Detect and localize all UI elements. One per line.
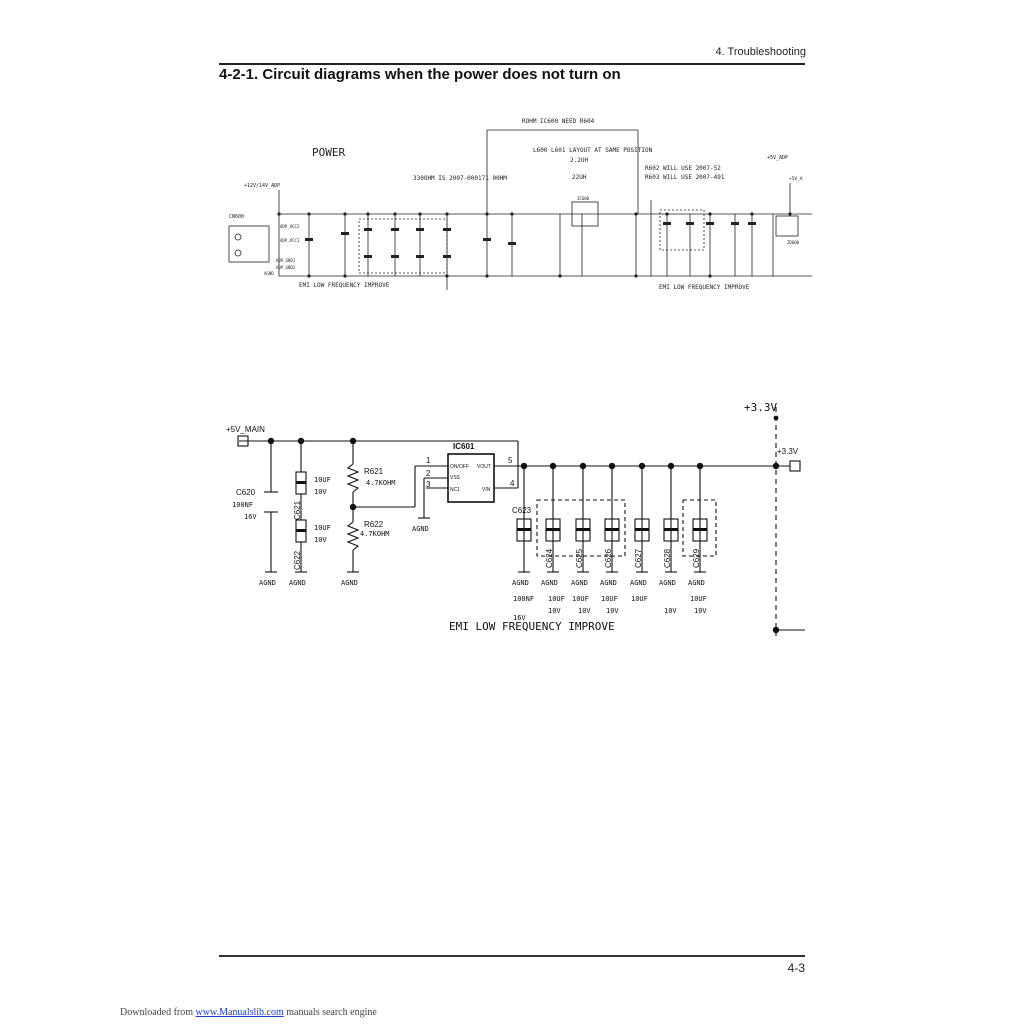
pin-vout: VOUT [477,464,491,470]
gnd-label: AGND [659,579,676,587]
r622-label: R622 [364,520,384,529]
gnd-label: AGND [571,579,588,587]
note-inductor-1: 2.2UH [570,157,588,164]
c622-voltage: 10V [314,536,327,544]
gnd-label: AGND [512,579,529,587]
pin-onoff: ON/OFF [450,464,469,470]
c621-voltage: 10V [314,488,327,496]
cap-label: C628 [663,548,672,568]
cap-label: C625 [575,548,584,568]
cap-value: 10UF [548,595,565,603]
note-inductor-2: 22UH [572,174,587,181]
zd600-label: ZD600 [787,240,800,245]
header-rule [219,63,805,65]
ic601-pin1: 1 [426,456,431,465]
emi-note-right: EMI LOW FREQUENCY IMPROVE [659,284,750,291]
cn600-label: CN600 [229,214,244,220]
cap-label: C626 [604,548,613,568]
gnd-label: AGND [259,579,276,587]
cap-value: 100NF [513,595,534,603]
cap-label: C627 [634,548,643,568]
cap-label: C629 [692,548,701,568]
cap-value: 10UF [631,595,648,603]
ic600-label: IC600 [577,196,590,201]
c621-label: C621 [293,500,302,520]
adp-vcc1-label: ADP_VCC1 [280,238,300,243]
download-suffix: manuals search engine [286,1007,377,1018]
page-number: 4-3 [787,961,805,975]
gnd-label: AGND [630,579,647,587]
note-330ohm: 330OHM IS 2007-000171 00HM [413,175,507,182]
ic601-pin3: 3 [426,480,431,489]
cap-value: 10UF [601,595,618,603]
r621-value: 4.7KOHM [366,479,396,487]
c620-voltage: 16V [244,513,257,521]
page-title: 4-2-1. Circuit diagrams when the power d… [219,66,621,83]
c622-value: 10UF [314,524,331,532]
cap-voltage: 10V [548,607,561,615]
manualslib-link[interactable]: www.Manualslib.com [195,1007,284,1018]
gnd-label: AGND [688,579,705,587]
c620-value: 100NF [232,501,253,509]
adp-vcc2-label: ADP_VCC2 [280,224,300,229]
net-3v3-top: +3.3V [744,401,777,414]
pin-vss: VSS [450,475,461,481]
cap-label: C624 [545,548,554,568]
agnd-label: AGND [264,271,274,276]
ic601-pin2: 2 [426,469,431,478]
c622-label: C622 [293,550,302,570]
cap-voltage: 10V [606,607,619,615]
cap-value: 10UF [690,595,707,603]
net-12v-adp: +12V/14V_ADP [244,183,280,189]
c623-label: C623 [512,506,532,515]
cap-voltage: 10V [694,607,707,615]
ic601-pin4: 4 [510,479,515,488]
cap-voltage: 16V [513,614,526,622]
ic601-pin5: 5 [508,456,513,465]
footer-rule [219,955,805,957]
net-5v-main: +5V_MAIN [226,425,265,434]
gnd-label: AGND [541,579,558,587]
c620-label: C620 [236,488,256,497]
pin-nc1: NC1 [450,487,460,493]
net-3v3: +3.3V [777,447,799,456]
gnd-label: AGND [600,579,617,587]
gnd-label: AGND [341,579,358,587]
gnd-label: AGND [412,525,429,533]
cap-value: 10UF [572,595,589,603]
net-5v-adp: +5V_ADP [767,155,788,161]
adp-gnd1-label: ADP_GND1 [276,258,296,263]
adp-gnd2-label: ADP_GND2 [276,265,296,270]
download-note: Downloaded from www.Manualslib.com manua… [120,1007,377,1018]
net-5v-a: +5V_A [789,176,803,182]
note-layout: L600 L601 LAYOUT AT SAME POSITION [533,147,653,154]
r622-value: 4.7KOHM [360,530,390,538]
power-label: POWER [312,146,345,159]
emi-note-left: EMI LOW FREQUENCY IMPROVE [299,282,390,289]
download-prefix: Downloaded from [120,1007,194,1018]
note-r603: R603 WILL USE 2007-491 [645,174,725,181]
cap-voltage: 10V [578,607,591,615]
gnd-label: AGND [289,579,306,587]
cap-voltage: 10V [664,607,677,615]
emi-note: EMI LOW FREQUENCY IMPROVE [449,620,615,633]
note-r602: R602 WILL USE 2007-52 [645,165,721,172]
pin-vin: VIN [482,487,491,493]
c621-value: 10UF [314,476,331,484]
section-header: 4. Troubleshooting [715,46,806,58]
ic601-label: IC601 [453,442,475,451]
r621-label: R621 [364,467,384,476]
note-rohm: ROHM IC600 NEED R604 [522,118,595,125]
